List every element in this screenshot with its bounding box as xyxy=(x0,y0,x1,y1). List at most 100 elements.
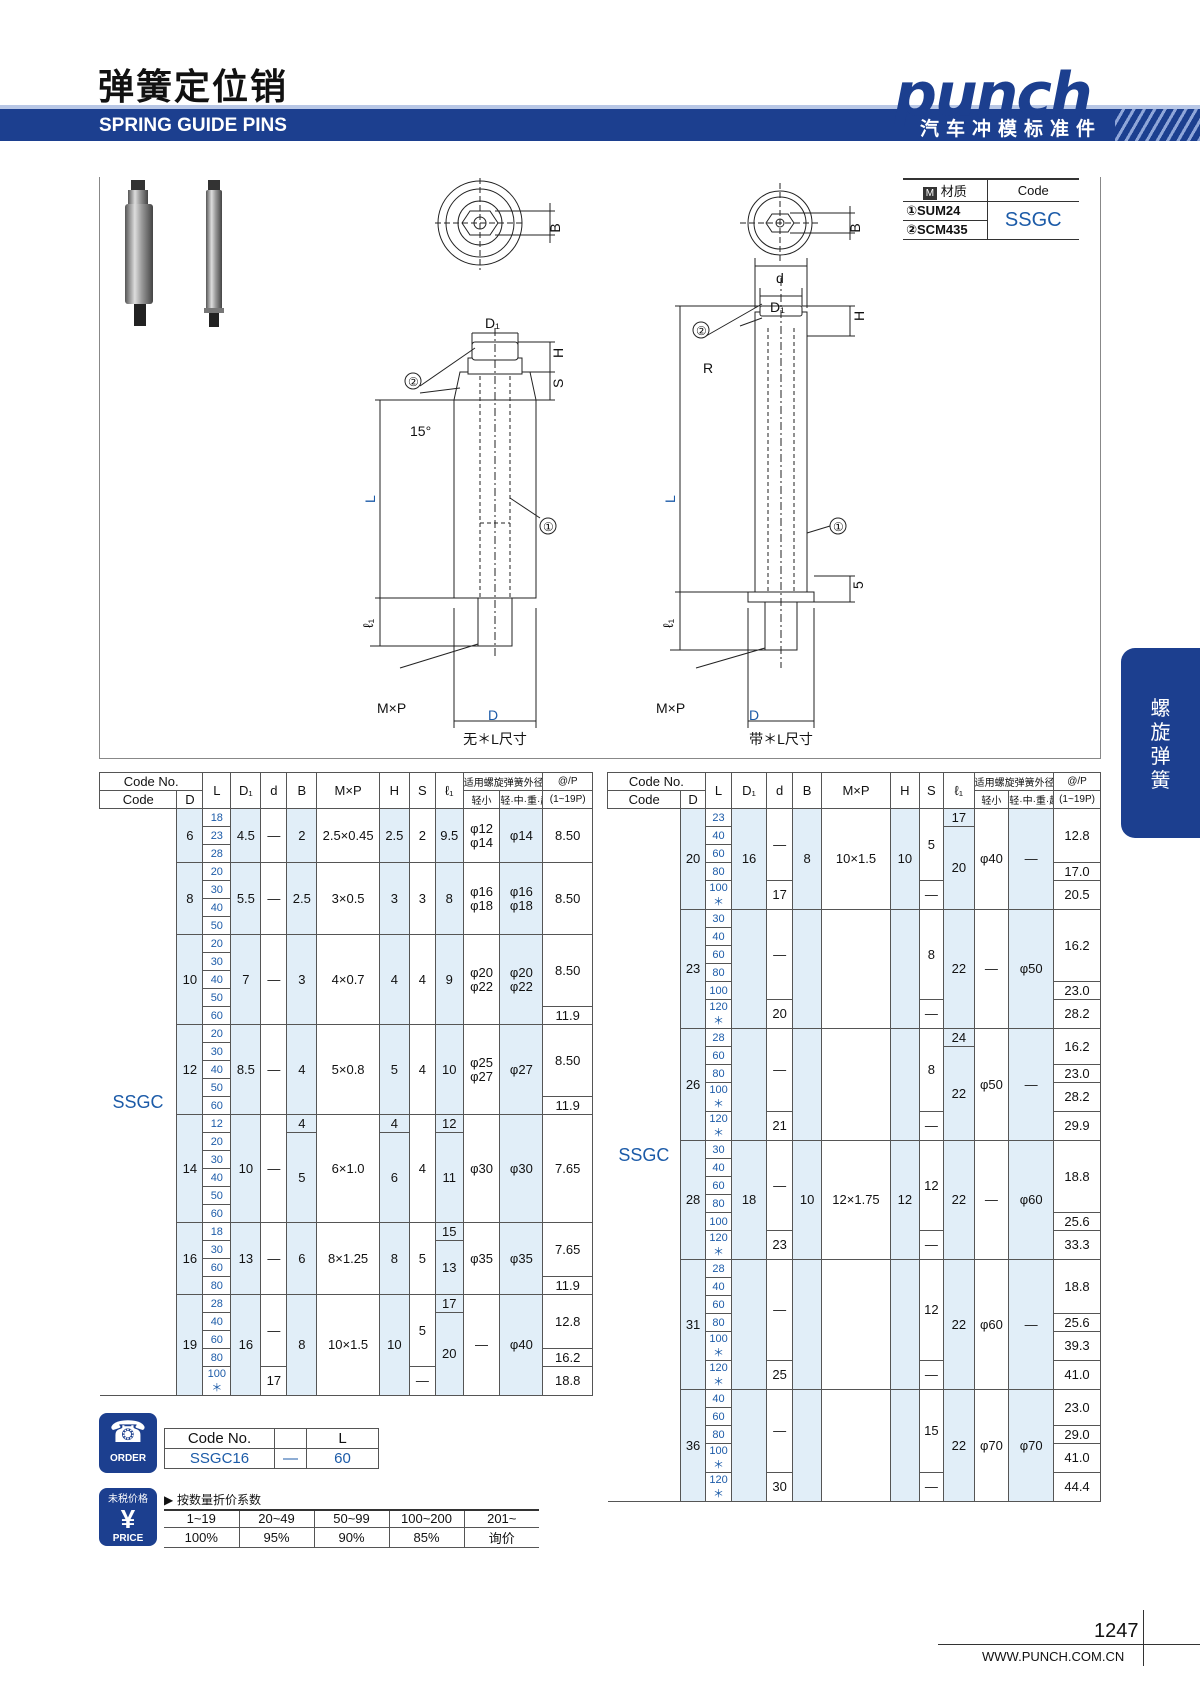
cell-d-small: 17 xyxy=(260,1366,288,1396)
cell-l: 12 xyxy=(202,1114,232,1133)
table-row: 60 xyxy=(100,1204,593,1223)
cell-l1: 11 xyxy=(434,1132,464,1223)
table-row: 80 xyxy=(608,1194,1101,1213)
rate-5: 询价 xyxy=(463,1527,539,1548)
cell-b: 10 xyxy=(792,1140,822,1260)
cell-med: φ30 xyxy=(499,1114,544,1223)
cell-light: φ20 φ22 xyxy=(462,934,501,1025)
cell-mxp: 6×1.0 xyxy=(316,1114,380,1223)
dim-h-left: H xyxy=(550,348,566,358)
material-item-2: ②SCM435 xyxy=(903,220,987,240)
cell-d: 26 xyxy=(680,1028,706,1141)
hdr-h: H xyxy=(890,772,920,809)
cell-l: 60 xyxy=(704,1176,733,1195)
cell-d1 xyxy=(731,909,767,1029)
dim-d-left: D xyxy=(488,707,498,723)
cell-d: 20 xyxy=(680,808,706,910)
cell-l: 18 xyxy=(202,808,232,827)
cell-pitch: 16.2 xyxy=(1053,909,1101,982)
discount-table: 1~19 20~49 50~99 100~200 201~ 100% 95% 9… xyxy=(164,1509,539,1548)
cell-l: 50 xyxy=(202,988,232,1007)
cell-pitch: 11.9 xyxy=(542,1276,593,1295)
cell-l: 100 xyxy=(704,981,733,1000)
cell-l: 120＊ xyxy=(704,1472,733,1502)
caption-right: 带＊L尺寸 xyxy=(749,731,813,747)
cell-l1: 15 xyxy=(434,1222,464,1241)
cell-l: 30 xyxy=(202,1042,232,1061)
cell-l1: 22 xyxy=(943,1389,975,1502)
table-row: 60 xyxy=(100,1258,593,1277)
table-row: 120＊23—33.3 xyxy=(608,1230,1101,1260)
cell-mxp: 2.5×0.45 xyxy=(316,808,380,863)
cell-l: 60 xyxy=(704,844,733,863)
cell-d-small: — xyxy=(765,1028,794,1112)
cell-d1 xyxy=(731,1028,767,1141)
cell-med: — xyxy=(1008,1259,1055,1390)
hdr-s: S xyxy=(918,772,945,809)
hdr-code: Code xyxy=(98,790,178,809)
hdr-code-no: Code No. xyxy=(607,772,706,791)
hdr-l1: ℓ₁ xyxy=(434,772,464,809)
cell-mxp xyxy=(820,1259,892,1390)
website-url[interactable]: WWW.PUNCH.COM.CN xyxy=(982,1649,1125,1664)
cell-h: 6 xyxy=(378,1132,410,1223)
cell-pitch: 25.6 xyxy=(1053,1313,1101,1332)
side-tab-springs[interactable]: 螺 旋 弹 簧 xyxy=(1121,648,1200,838)
code-header: Code xyxy=(986,178,1079,202)
cell-mxp: 10×1.5 xyxy=(820,808,892,910)
cell-l: 50 xyxy=(202,916,232,935)
cell-l1: 20 xyxy=(943,826,975,910)
cell-d1: 8.5 xyxy=(230,1024,262,1115)
cell-l: 40 xyxy=(704,1389,733,1408)
cell-l: 60 xyxy=(202,1006,232,1025)
table-row: 40 xyxy=(100,898,593,917)
hdr-light: 轻小 xyxy=(973,790,1010,809)
cell-b: 4 xyxy=(286,1114,318,1133)
cell-s: — xyxy=(918,1111,945,1141)
cell-pitch: 16.2 xyxy=(1053,1028,1101,1065)
cell-h: 4 xyxy=(378,1114,410,1133)
cell-light: φ25 φ27 xyxy=(462,1024,501,1115)
order-example-dash: — xyxy=(274,1448,307,1469)
cell-d: 31 xyxy=(680,1259,706,1390)
cell-pitch: 33.3 xyxy=(1053,1230,1101,1260)
cell-pitch: 39.3 xyxy=(1053,1331,1101,1361)
qty-1: 1~19 xyxy=(164,1509,239,1528)
cell-b: 6 xyxy=(286,1222,318,1295)
cell-d1: 16 xyxy=(230,1294,262,1396)
cell-pitch: 7.65 xyxy=(542,1222,593,1277)
cell-l: 60 xyxy=(202,1330,232,1349)
cell-l1: 24 xyxy=(943,1028,975,1047)
order-col-l: L xyxy=(306,1428,379,1449)
cell-d-small: — xyxy=(260,1222,288,1295)
cell-d1: 16 xyxy=(731,808,767,910)
cell-l: 80 xyxy=(704,1064,733,1083)
cell-h xyxy=(890,1389,920,1502)
rate-4: 85% xyxy=(388,1527,464,1548)
cell-d-small: — xyxy=(765,909,794,1000)
cell-d-small: — xyxy=(260,1114,288,1223)
cell-d: 10 xyxy=(176,934,204,1025)
table-row: 30 xyxy=(100,952,593,971)
cell-h: 8 xyxy=(378,1222,410,1295)
cell-s: 8 xyxy=(918,1028,945,1112)
cell-mxp: 10×1.5 xyxy=(316,1294,380,1396)
cell-l: 80 xyxy=(202,1348,232,1367)
cell-med: φ40 xyxy=(499,1294,544,1396)
cell-l: 100 xyxy=(704,1212,733,1231)
dim-r: R xyxy=(703,360,713,376)
cell-pitch: 16.2 xyxy=(542,1348,593,1367)
cell-d-small: — xyxy=(260,1294,288,1367)
qty-5: 201~ xyxy=(463,1509,539,1528)
cell-s: 5 xyxy=(408,1222,436,1295)
cell-l: 30 xyxy=(202,1150,232,1169)
cell-s: — xyxy=(918,1230,945,1260)
cell-light: φ40 xyxy=(973,808,1010,910)
